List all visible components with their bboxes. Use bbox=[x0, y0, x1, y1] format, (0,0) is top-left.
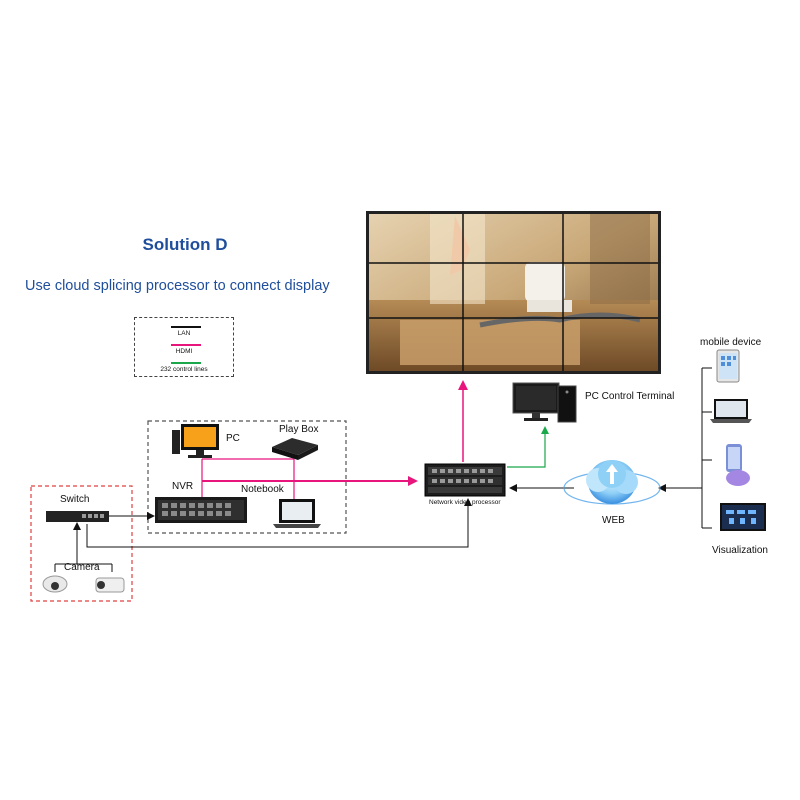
processor-label: Network video processor bbox=[429, 499, 501, 506]
legend-lan-label: LAN bbox=[177, 330, 191, 337]
page-subtitle: Use cloud splicing processor to connect … bbox=[25, 278, 330, 294]
camera-group-box bbox=[30, 485, 133, 602]
dome-camera-icon bbox=[42, 575, 68, 593]
switch-label: Switch bbox=[60, 494, 90, 505]
camera-label: Camera bbox=[64, 562, 100, 573]
web-label: WEB bbox=[602, 515, 625, 526]
video-wall-display bbox=[366, 211, 661, 374]
switch-icon bbox=[46, 511, 109, 522]
phone-in-hand-icon bbox=[726, 444, 750, 486]
legend-hdmi-label: HDMI bbox=[175, 348, 193, 355]
notebook-label: Notebook bbox=[241, 484, 284, 495]
nvr-label: NVR bbox=[172, 481, 194, 492]
pc-control-label: PC Control Terminal bbox=[585, 391, 675, 402]
laptop-icon bbox=[710, 399, 752, 423]
pc-label: PC bbox=[226, 433, 240, 444]
legend-box: LAN HDMI 232 control lines bbox=[134, 317, 234, 377]
play-box-label: Play Box bbox=[279, 424, 319, 435]
legend-hdmi-line bbox=[171, 344, 201, 346]
source-group-box bbox=[147, 420, 347, 534]
pc-icon bbox=[172, 424, 219, 458]
visualization-label: Visualization bbox=[712, 545, 768, 556]
play-box-icon bbox=[272, 438, 318, 460]
notebook-icon bbox=[273, 499, 321, 528]
mobile-device-label: mobile device bbox=[700, 337, 762, 348]
control-connection-line bbox=[507, 426, 549, 468]
visualization-monitor-icon bbox=[720, 503, 766, 531]
hdmi-connection-lines bbox=[201, 380, 468, 499]
nvr-icon bbox=[155, 497, 247, 523]
network-video-processor-icon bbox=[424, 463, 506, 497]
cloud-web-icon bbox=[563, 460, 661, 505]
legend-control-line bbox=[171, 362, 201, 364]
legend-lan-line bbox=[171, 326, 201, 328]
bullet-camera-icon bbox=[95, 577, 125, 593]
camera-bracket-lines bbox=[54, 522, 113, 572]
legend-control-label: 232 control lines bbox=[160, 366, 208, 373]
pc-control-terminal-icon bbox=[512, 382, 577, 423]
page-title: Solution D bbox=[142, 235, 228, 254]
tablet-icon bbox=[716, 349, 740, 383]
